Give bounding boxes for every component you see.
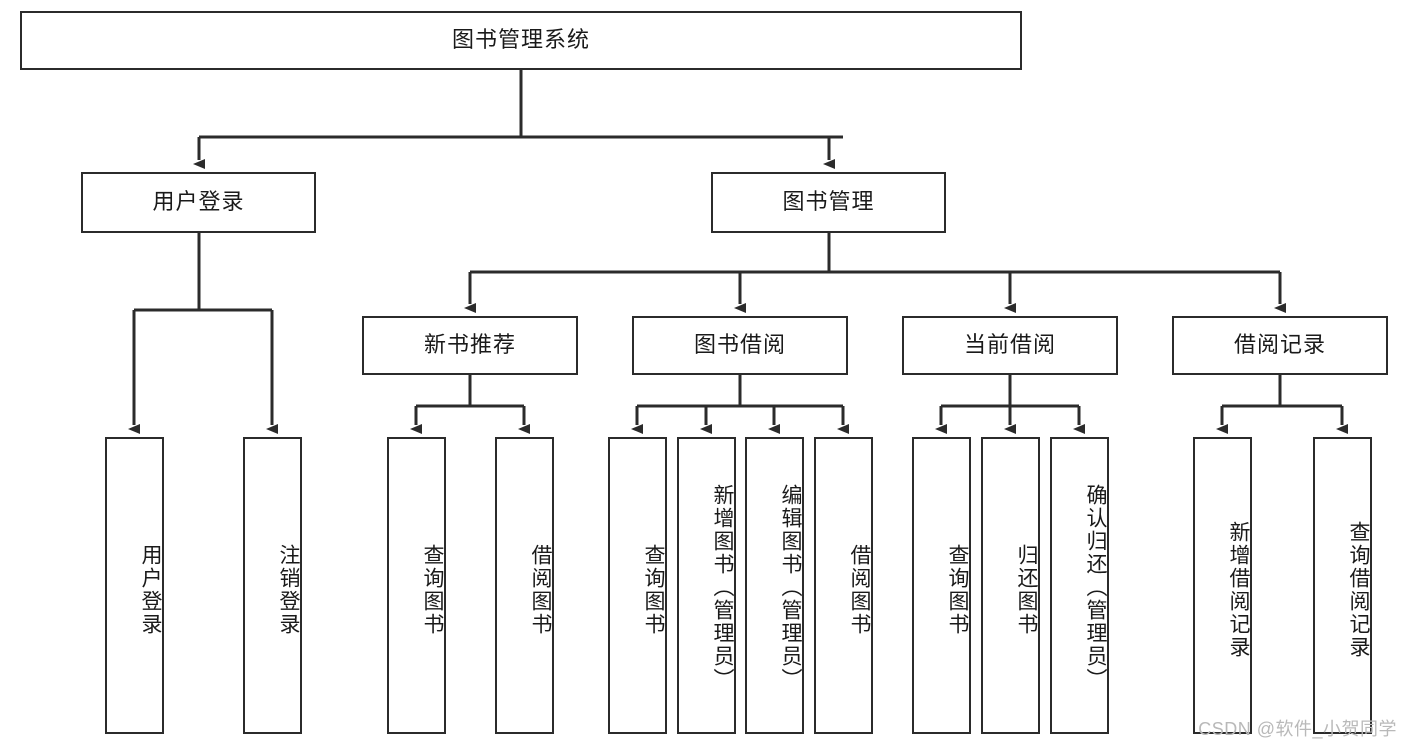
csdn-watermark: CSDN @软件_小贺同学 (1198, 719, 1397, 739)
leaf-book-borrow-add-book-admin[interactable]: 新增图书（管理员） (677, 437, 736, 734)
leaf-user-login-logout[interactable]: 注销登录 (243, 437, 302, 734)
leaf-current-borrow-return-book[interactable]: 归还图书 (981, 437, 1040, 734)
node-borrow-record[interactable]: 借阅记录 (1172, 316, 1388, 375)
node-user-login[interactable]: 用户登录 (81, 172, 316, 233)
node-root-system[interactable]: 图书管理系统 (20, 11, 1022, 70)
node-current-borrow[interactable]: 当前借阅 (902, 316, 1118, 375)
node-new-book-recommend[interactable]: 新书推荐 (362, 316, 578, 375)
leaf-borrow-record-add-record[interactable]: 新增借阅记录 (1193, 437, 1252, 734)
node-book-borrow[interactable]: 图书借阅 (632, 316, 848, 375)
leaf-borrow-record-query-record[interactable]: 查询借阅记录 (1313, 437, 1372, 734)
leaf-book-borrow-query-book[interactable]: 查询图书 (608, 437, 667, 734)
node-book-management[interactable]: 图书管理 (711, 172, 946, 233)
leaf-book-borrow-borrow-book[interactable]: 借阅图书 (814, 437, 873, 734)
leaf-book-borrow-edit-book-admin[interactable]: 编辑图书（管理员） (745, 437, 804, 734)
leaf-user-login-login[interactable]: 用户登录 (105, 437, 164, 734)
leaf-new-book-borrow-book[interactable]: 借阅图书 (495, 437, 554, 734)
leaf-new-book-query-book[interactable]: 查询图书 (387, 437, 446, 734)
leaf-current-borrow-confirm-return-admin[interactable]: 确认归还（管理员） (1050, 437, 1109, 734)
leaf-current-borrow-query-book[interactable]: 查询图书 (912, 437, 971, 734)
